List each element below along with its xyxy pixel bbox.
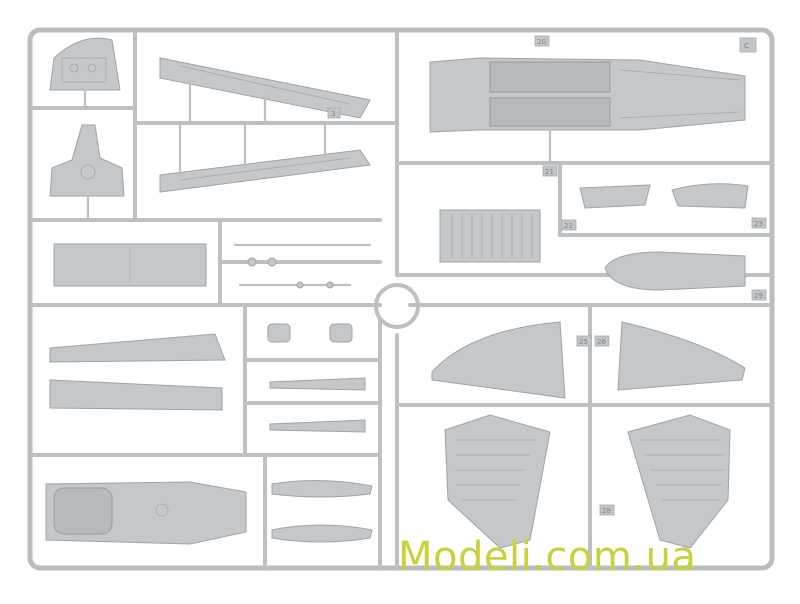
small-bracket-right bbox=[329, 323, 353, 343]
stabilizer-part-right bbox=[617, 321, 746, 391]
svg-text:22: 22 bbox=[564, 222, 573, 230]
part-number-tags: 20 21 22 23 25 26 28 29 3 C bbox=[327, 35, 767, 516]
svg-text:C: C bbox=[744, 42, 749, 50]
fairing-part-left bbox=[579, 184, 651, 209]
strut-part-3 bbox=[271, 479, 373, 498]
svg-text:23: 23 bbox=[754, 220, 763, 228]
svg-text:25: 25 bbox=[579, 338, 588, 346]
flap-part-upper bbox=[49, 333, 226, 363]
wing-part-left bbox=[444, 414, 551, 549]
wing-part-right bbox=[627, 414, 731, 549]
radiator-grille-part bbox=[439, 209, 541, 263]
sprue-center-ring bbox=[374, 283, 420, 329]
small-bracket-left bbox=[267, 323, 291, 343]
flap-part-lower bbox=[49, 379, 223, 411]
stabilizer-part-left bbox=[431, 321, 566, 399]
svg-text:20: 20 bbox=[537, 38, 546, 46]
small-parts-row bbox=[233, 243, 372, 289]
fuselage-cockpit-part bbox=[429, 57, 746, 165]
svg-text:26: 26 bbox=[597, 338, 606, 346]
strut-part-2 bbox=[269, 419, 366, 433]
strut-part-4 bbox=[271, 524, 373, 543]
sprue-outer-frame bbox=[27, 27, 775, 571]
svg-text:29: 29 bbox=[754, 292, 763, 300]
svg-text:28: 28 bbox=[602, 507, 611, 515]
cockpit-floor-part bbox=[45, 481, 247, 545]
drop-tank-part bbox=[604, 251, 746, 291]
instrument-panel-part bbox=[49, 37, 121, 110]
fairing-part-right bbox=[671, 183, 749, 209]
svg-text:21: 21 bbox=[545, 168, 554, 176]
strut-part-1 bbox=[269, 377, 366, 391]
svg-text:3: 3 bbox=[331, 110, 335, 118]
gunsight-panel-part bbox=[49, 124, 125, 222]
watermark-text: Modeli.com.ua bbox=[398, 534, 697, 580]
wing-panel-part-lower bbox=[159, 121, 371, 193]
wing-panel-part-upper bbox=[159, 57, 371, 125]
